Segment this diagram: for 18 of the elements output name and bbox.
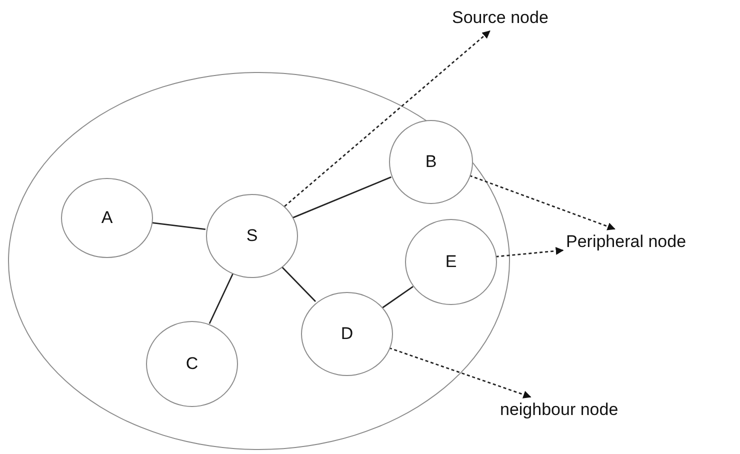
callout-text: Source node: [452, 8, 548, 28]
connector-line: [151, 222, 206, 230]
node-label: A: [101, 208, 113, 228]
node-label: B: [425, 152, 437, 172]
connector-line: [280, 266, 316, 302]
arrow: [284, 30, 490, 207]
connector-line: [292, 176, 392, 218]
arrow: [469, 174, 616, 230]
arrow: [496, 246, 564, 258]
node-label: S: [246, 226, 258, 246]
node-label: C: [186, 354, 198, 374]
node-label: E: [445, 252, 457, 272]
callout-text: Peripheral node: [566, 232, 686, 252]
arrow: [388, 347, 532, 398]
connector-line: [382, 286, 414, 308]
callout-text: neighbour node: [500, 400, 618, 420]
connector-line: [208, 273, 234, 324]
node-label: D: [340, 324, 354, 344]
